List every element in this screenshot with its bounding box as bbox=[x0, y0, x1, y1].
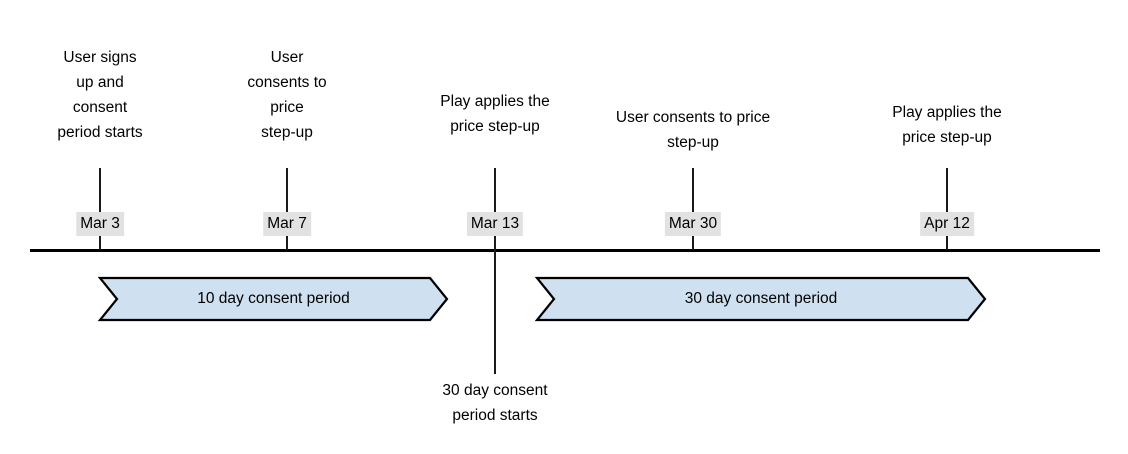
event-label-consent-2: User consents to price step-up bbox=[615, 109, 771, 151]
below-annotation-consent-30-start: 30 day consent period starts bbox=[442, 382, 548, 424]
tick-mark-consent-1 bbox=[286, 168, 288, 250]
date-chip-consent-2: Mar 30 bbox=[664, 212, 722, 236]
consent-period-banner-period-30-day: 30 day consent period bbox=[534, 276, 987, 322]
event-label-consent-1: User consents to price step-up bbox=[247, 49, 327, 141]
date-chip-signup: Mar 3 bbox=[76, 212, 124, 236]
tick-mark-below-stepup-1 bbox=[494, 250, 496, 374]
consent-period-banner-period-10-day: 10 day consent period bbox=[97, 276, 449, 322]
tick-mark-consent-2 bbox=[692, 168, 694, 250]
date-chip-stepup-1: Mar 13 bbox=[466, 212, 524, 236]
chevron-shape-icon bbox=[534, 276, 987, 322]
tick-mark-stepup-1 bbox=[494, 168, 496, 250]
date-chip-consent-1: Mar 7 bbox=[263, 212, 311, 236]
timeline-axis bbox=[30, 249, 1100, 252]
date-chip-stepup-2: Apr 12 bbox=[920, 212, 974, 236]
event-label-signup: User signs up and consent period starts bbox=[57, 49, 143, 141]
event-label-stepup-2: Play applies the price step-up bbox=[892, 104, 1002, 146]
tick-mark-stepup-2 bbox=[946, 168, 948, 250]
event-label-stepup-1: Play applies the price step-up bbox=[440, 93, 550, 135]
chevron-shape-icon bbox=[97, 276, 449, 322]
tick-mark-signup bbox=[99, 168, 101, 250]
